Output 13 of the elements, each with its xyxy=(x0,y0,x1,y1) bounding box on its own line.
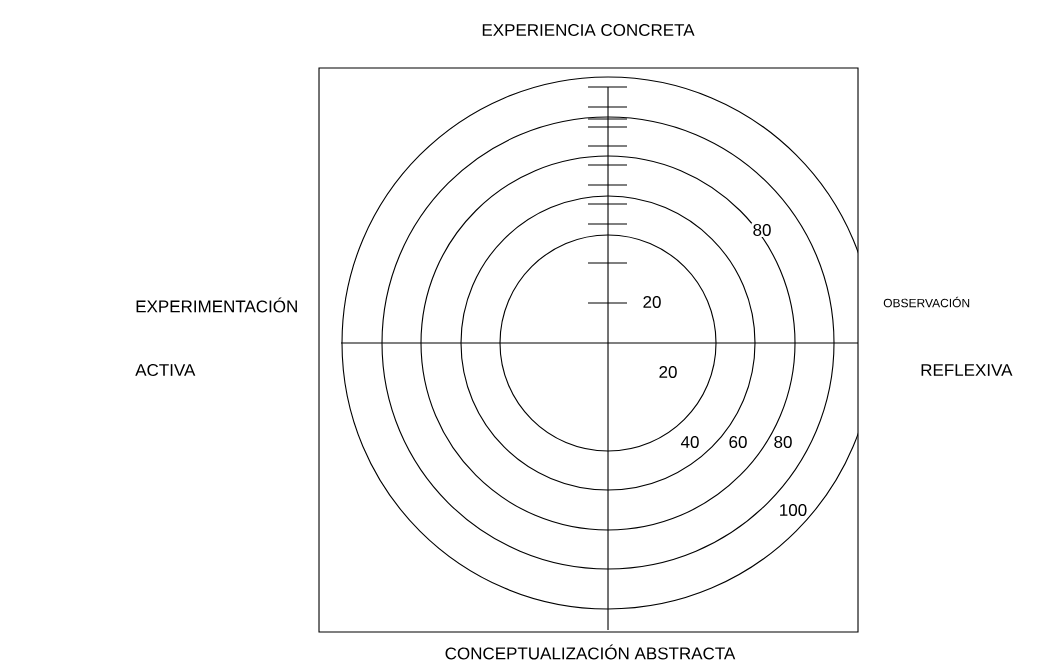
scale-number: 20 xyxy=(641,294,663,309)
scale-number: 80 xyxy=(772,434,794,449)
scale-number: 40 xyxy=(679,434,701,449)
axis-label: CONCEPTUALIZACIÓN ABSTRACTA xyxy=(445,644,736,660)
scale-number: 20 xyxy=(657,364,679,379)
axis-label: REFLEXIVA xyxy=(921,364,1013,376)
scale-number: 80 xyxy=(751,222,773,237)
axis-label: EXPERIMENTACIÓN xyxy=(136,297,297,313)
axis-label: ACTIVA xyxy=(135,363,196,376)
scale-number: 60 xyxy=(727,434,749,449)
scale-number: 100 xyxy=(777,502,809,517)
axis-label: EXPERIENCIA CONCRETA xyxy=(482,23,695,36)
axis-label: OBSERVACIÓN xyxy=(883,296,970,308)
